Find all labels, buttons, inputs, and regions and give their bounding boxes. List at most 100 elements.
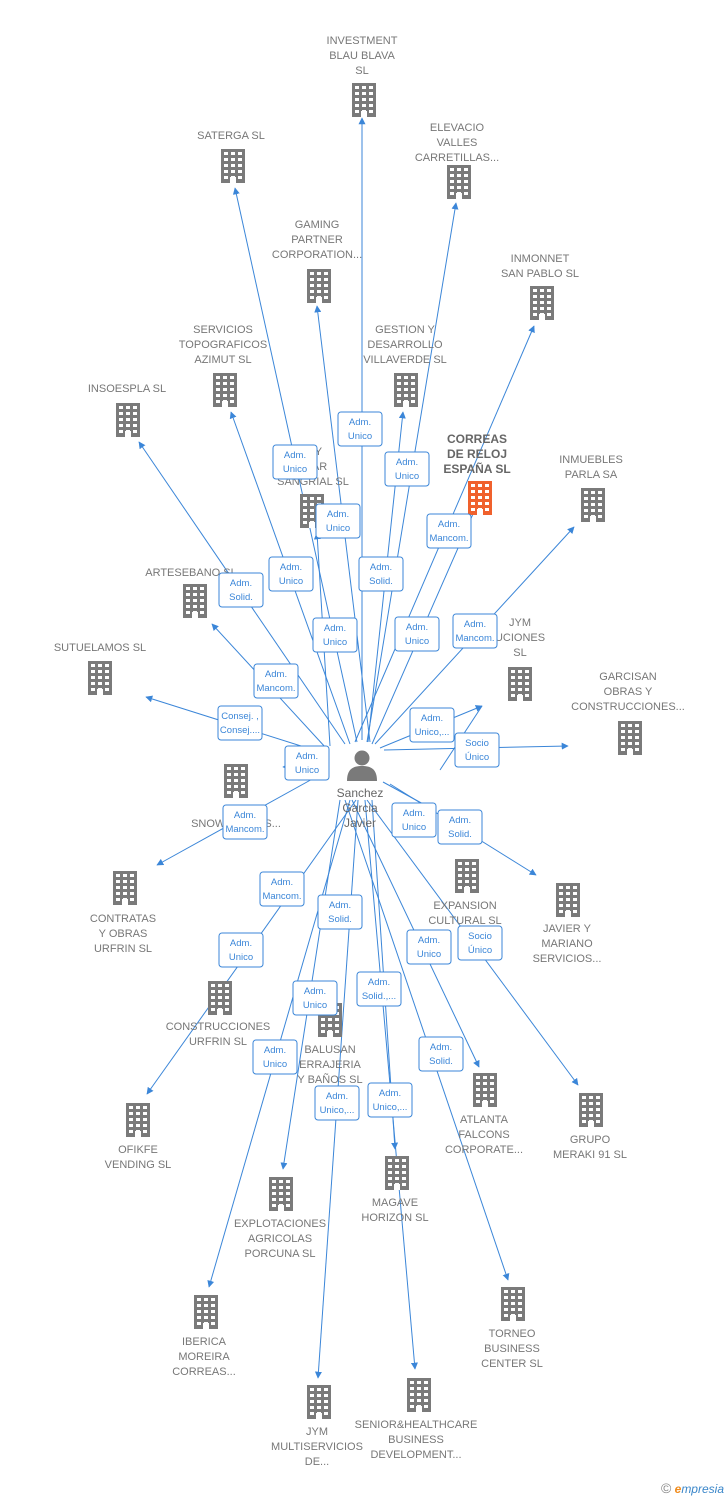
role-box	[358, 556, 404, 592]
role-text-line: Adm.	[284, 450, 306, 461]
role-label: Adm.Unico	[272, 444, 318, 480]
role-box	[409, 707, 455, 743]
role-box	[317, 894, 363, 930]
role-text-line: Solid.	[429, 1056, 453, 1067]
company-node-jym-multiservicios[interactable]: JYMMULTISERVICIOSDE...	[271, 1385, 363, 1468]
company-label-line: URFRIN SL	[189, 1036, 247, 1048]
company-label-line: ARTESEBANO SL	[145, 567, 237, 579]
company-label-line: INVESTMENT	[327, 35, 398, 47]
role-box	[259, 871, 305, 907]
role-label: Adm. Solid.	[358, 556, 404, 592]
role-box	[314, 1085, 360, 1121]
role-text-line: Unico	[348, 431, 372, 442]
company-label-line: JYM	[306, 1426, 328, 1438]
role-text-line: Socio	[468, 931, 492, 942]
company-label-line: CORPORATE...	[445, 1144, 523, 1156]
company-node-artesebano[interactable]: ARTESEBANO SL	[145, 567, 237, 618]
role-text-line: Adm.	[449, 815, 471, 826]
role-text-line: Adm.	[349, 417, 371, 428]
role-text-line: Socio	[465, 738, 489, 749]
role-box	[426, 513, 472, 549]
company-label-line: SL	[513, 647, 526, 659]
role-box	[218, 572, 264, 608]
role-text-line: Adm.	[396, 457, 418, 468]
role-label: Adm.Solid.	[437, 809, 483, 845]
company-label-line: Y BAÑOS SL	[297, 1073, 362, 1086]
role-label: Adm.Unico	[312, 617, 358, 653]
role-text-line: Consej. ,	[221, 711, 259, 722]
role-box	[391, 802, 437, 838]
company-node-elevacio-valles[interactable]: ELEVACIOVALLESCARRETILLAS...	[415, 122, 499, 199]
role-text-line: Unico	[402, 822, 426, 833]
role-label: Adm.Mancom.	[426, 513, 472, 549]
company-node-saterga[interactable]: SATERGA SL	[197, 130, 265, 183]
building-icon	[221, 149, 245, 183]
company-label-line: CENTER SL	[481, 1358, 543, 1370]
company-node-iberica-moreira[interactable]: IBERICAMOREIRACORREAS...	[172, 1295, 236, 1378]
role-box	[292, 980, 338, 1016]
company-label-line: OBRAS Y	[604, 686, 653, 698]
role-box	[268, 556, 314, 592]
role-box	[284, 745, 330, 781]
role-box	[418, 1036, 464, 1072]
role-text-line: Solid.	[369, 576, 393, 587]
company-node-javier-mariano[interactable]: JAVIER YMARIANOSERVICIOS...	[533, 883, 602, 965]
role-text-line: Adm.	[327, 509, 349, 520]
building-icon	[473, 1073, 497, 1107]
company-node-insoespla[interactable]: INSOESPLA SL	[88, 383, 166, 437]
building-icon	[394, 373, 418, 407]
company-label-line: CARRETILLAS...	[415, 152, 499, 164]
company-node-sutuelamos[interactable]: SUTUELAMOS SL	[54, 642, 146, 695]
role-text-line: Unico,...	[415, 727, 450, 738]
role-label: Adm.Unico,...	[314, 1085, 360, 1121]
role-text-line: Unico	[263, 1059, 287, 1070]
role-box	[367, 1082, 413, 1118]
role-box	[218, 932, 264, 968]
role-text-line: Adm.	[326, 1091, 348, 1102]
company-label-line: ESPAÑA SL	[443, 461, 510, 476]
company-label-line: BUSINESS	[388, 1434, 444, 1446]
company-label-line: CORREAS...	[172, 1366, 236, 1378]
company-label-line: GESTION Y	[375, 324, 435, 336]
company-label-line: INSOESPLA SL	[88, 383, 166, 395]
company-label-line: CONSTRUCCIONES...	[571, 701, 685, 713]
company-label-line: SUTUELAMOS SL	[54, 642, 146, 654]
company-label-line: SENIOR&HEALTHCARE	[355, 1419, 478, 1431]
building-icon	[468, 481, 492, 515]
role-text-line: Adm.	[296, 751, 318, 762]
company-node-atlanta-falcons[interactable]: ATLANTAFALCONSCORPORATE...	[445, 1073, 523, 1156]
company-node-senior-healthcare[interactable]: SENIOR&HEALTHCAREBUSINESSDEVELOPMENT...	[355, 1378, 478, 1461]
building-icon	[113, 871, 137, 905]
company-label-line: SERVICIOS	[193, 324, 253, 336]
role-text-line: Adm.	[464, 619, 486, 630]
company-node-gaming-partner[interactable]: GAMINGPARTNERCORPORATION...	[272, 219, 362, 303]
role-text-line: Solid.	[328, 914, 352, 925]
building-icon	[581, 488, 605, 522]
role-text-line: Adm.	[370, 562, 392, 573]
company-label-line: MAGAVE	[372, 1197, 418, 1209]
company-label-line: JYM	[509, 617, 531, 629]
company-label-line: ERRAJERIA	[299, 1059, 361, 1071]
building-icon	[385, 1156, 409, 1190]
company-label-line: AZIMUT SL	[194, 354, 251, 366]
company-label-line: EXPANSION	[433, 900, 496, 912]
